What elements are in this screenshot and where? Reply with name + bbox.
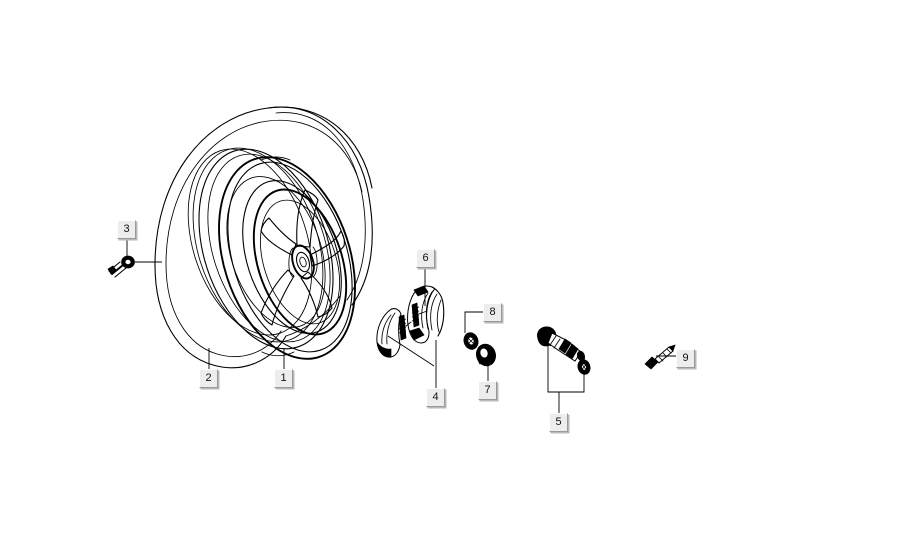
- leader-lines: [126, 239, 676, 413]
- callout-9[interactable]: 9: [676, 349, 695, 368]
- brake-shoe-part: [376, 285, 445, 358]
- callout-1[interactable]: 1: [274, 369, 293, 388]
- valve-stem-part: [107, 255, 135, 278]
- brake-shoe-spring-part: [398, 302, 428, 341]
- tire-part: [154, 106, 373, 369]
- callout-7[interactable]: 7: [478, 381, 497, 400]
- leader-line-5: [547, 345, 585, 393]
- wheel-bearing-part: [463, 332, 479, 350]
- callout-8[interactable]: 8: [483, 303, 502, 322]
- callout-2[interactable]: 2: [199, 369, 218, 388]
- leader-line-8: [464, 311, 483, 333]
- callout-4[interactable]: 4: [426, 388, 445, 407]
- oil-seal-part: [476, 343, 496, 367]
- callout-6[interactable]: 6: [416, 249, 435, 268]
- wheel-rim-part: [187, 147, 356, 360]
- callout-5[interactable]: 5: [549, 413, 568, 432]
- leader-line-4b: [387, 335, 435, 367]
- bolt-part: [644, 344, 676, 370]
- callout-3[interactable]: 3: [117, 220, 136, 239]
- brake-cam-spindle-part: [537, 326, 591, 375]
